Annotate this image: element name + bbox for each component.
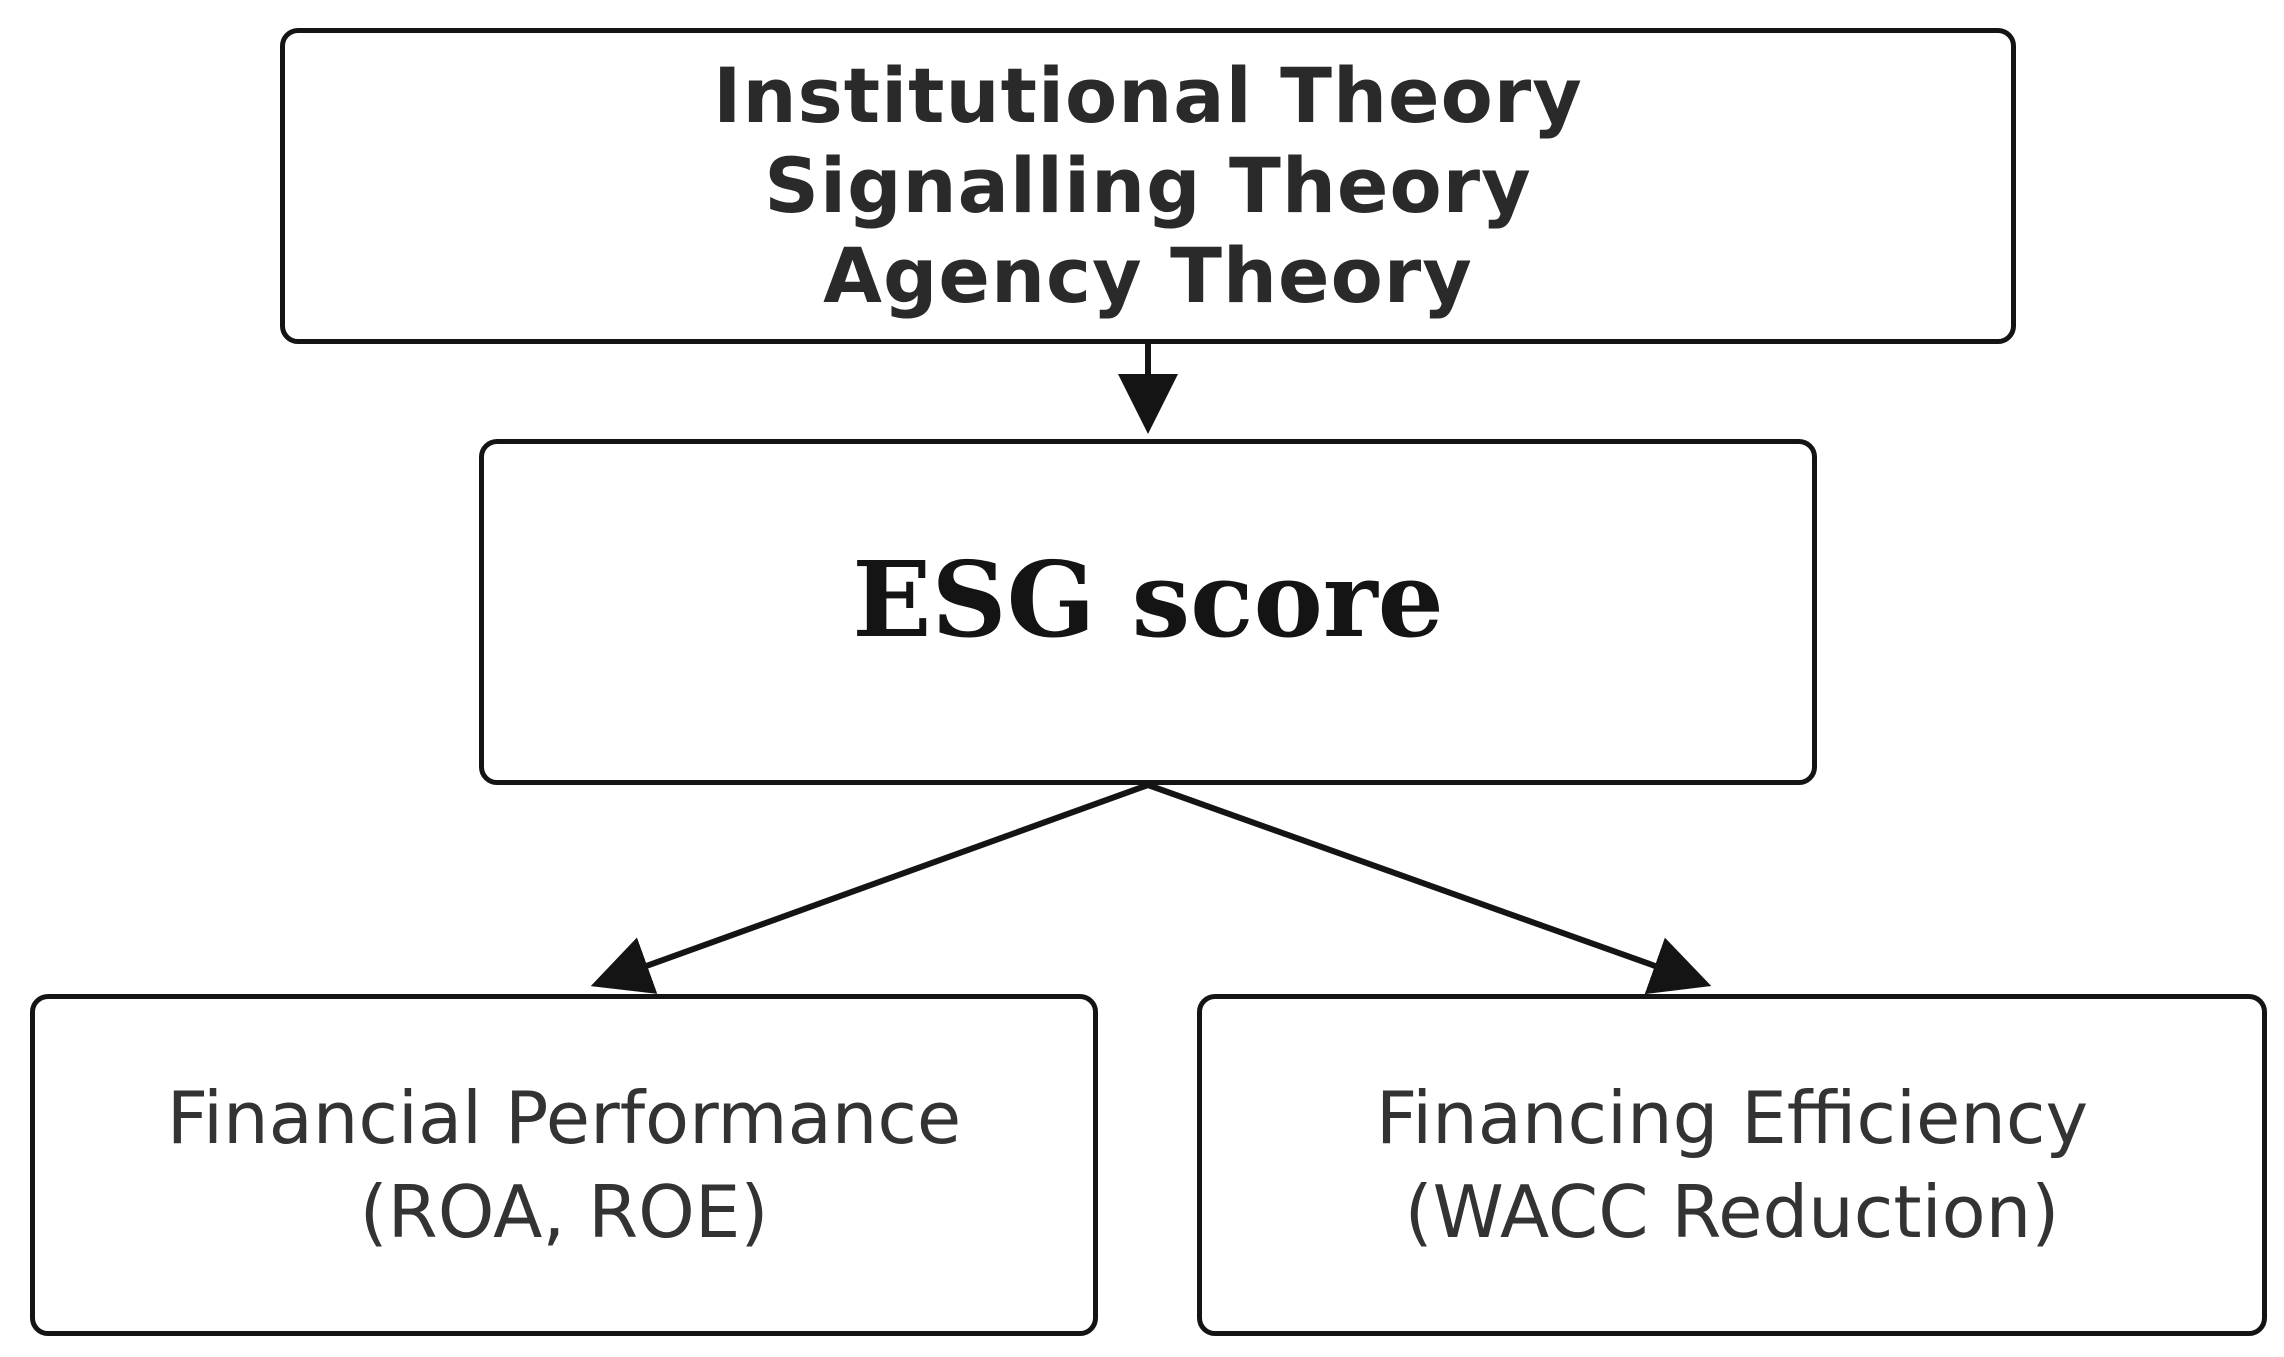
financing-efficiency-title: Financing Efficiency (1375, 1076, 2089, 1160)
arrow-esg-to-financing-efficiency (1146, 782, 1712, 995)
esg-score-label: ESG score (852, 537, 1444, 661)
theories-box: Institutional Theory Signalling Theory A… (280, 28, 2016, 344)
arrow-esg-to-financial-performance (590, 782, 1150, 994)
financial-performance-box: Financial Performance (ROA, ROE) (30, 994, 1098, 1336)
theory-agency: Agency Theory (823, 231, 1473, 320)
theory-institutional: Institutional Theory (713, 51, 1583, 140)
esg-score-box: ESG score (479, 439, 1817, 785)
financial-performance-title: Financial Performance (166, 1076, 962, 1160)
theory-signalling: Signalling Theory (764, 141, 1532, 230)
financing-efficiency-subtitle: (WACC Reduction) (1404, 1170, 2060, 1254)
financing-efficiency-box: Financing Efficiency (WACC Reduction) (1197, 994, 2267, 1336)
financial-performance-subtitle: (ROA, ROE) (359, 1170, 769, 1254)
